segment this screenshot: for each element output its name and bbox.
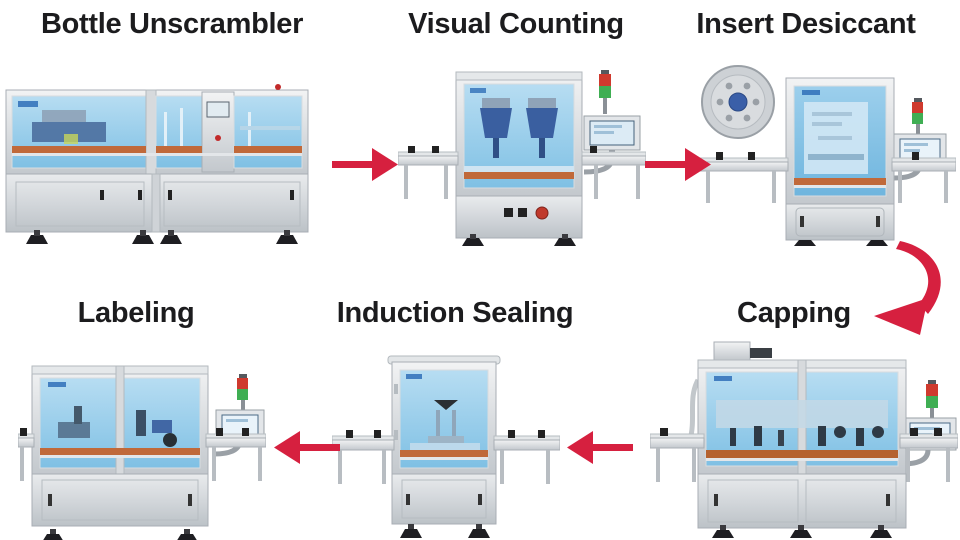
cable-hose [687, 378, 701, 441]
conveyor-right [891, 152, 956, 203]
emergency-button-icon [215, 135, 221, 141]
conveyor-left [18, 428, 35, 481]
enclosure [785, 77, 895, 205]
control-button [518, 208, 527, 217]
door-handle [290, 190, 294, 200]
machine-feet [712, 525, 892, 538]
station-title-capping: Capping [737, 297, 851, 329]
base-cabinet [31, 473, 209, 527]
conveyor-rail [464, 166, 574, 179]
brand-logo [714, 376, 732, 381]
door-handle [406, 494, 410, 505]
door-handle [800, 216, 804, 227]
machine-feet [26, 230, 298, 244]
conveyor-left [398, 146, 459, 199]
brand-logo [470, 88, 486, 93]
flow-arrow-4-icon [567, 431, 633, 464]
door-hinge [394, 430, 398, 440]
machine-capping [650, 341, 958, 538]
flow-arrow-5-icon [274, 431, 340, 464]
door-hinge [394, 384, 398, 394]
signal-tower-icon [599, 70, 611, 114]
station-title-visual-counting: Visual Counting [408, 8, 624, 40]
station-title-induction-sealing: Induction Sealing [336, 297, 574, 329]
door-handle [876, 216, 880, 227]
station-title-labeling: Labeling [77, 297, 195, 329]
base-cabinet [455, 195, 583, 239]
sealing-head [410, 400, 480, 450]
conveyor-right [899, 428, 958, 482]
door-handle [886, 494, 890, 506]
machine-feet [400, 524, 490, 538]
internal-machinery [32, 108, 300, 146]
station-title-insert-desiccant: Insert Desiccant [696, 8, 916, 40]
station-title-bottle-unscrambler: Bottle Unscrambler [40, 8, 304, 40]
base-cabinet [5, 173, 309, 233]
machine-insert-desiccant [698, 65, 956, 246]
control-button [504, 208, 513, 217]
door-handle [48, 494, 52, 506]
brand-logo [48, 382, 66, 387]
machine-feet [43, 529, 197, 540]
capping-heads [716, 400, 888, 446]
conveyor-rail [794, 178, 886, 188]
door-handle [188, 494, 192, 506]
internal-machinery [58, 406, 177, 447]
door-handle [714, 494, 718, 506]
brand-logo [18, 101, 38, 107]
conveyor-right [581, 146, 646, 199]
door-handle [168, 190, 172, 200]
emergency-button-icon [535, 206, 549, 220]
top-feeder-box [713, 341, 772, 361]
base-cabinet [697, 473, 907, 529]
conveyor-rail [40, 448, 200, 458]
beacon-icon [275, 84, 281, 90]
door-handle [100, 190, 104, 200]
counting-heads [480, 98, 558, 158]
machine-induction-sealing [332, 355, 560, 538]
conveyor-rail [12, 146, 302, 156]
base-cabinet [391, 473, 497, 525]
desiccant-reel-icon [701, 65, 775, 139]
hmi-screen-icon [206, 101, 230, 118]
hmi-monitor-icon [213, 409, 265, 457]
conveyor-right [205, 428, 266, 481]
signal-tower-icon [912, 98, 923, 134]
conveyor-left [650, 428, 705, 482]
door-handle [478, 494, 482, 505]
flow-arrow-2-icon [645, 148, 711, 181]
base-cabinet [785, 203, 895, 241]
conveyor-left [698, 152, 789, 203]
door-handle [138, 190, 142, 200]
conveyor-rail [706, 450, 898, 461]
machine-bottle-unscrambler [5, 84, 309, 244]
machine-feet [794, 240, 888, 246]
machine-labeling [18, 365, 266, 540]
signal-tower-icon [237, 374, 248, 410]
brand-logo [406, 374, 422, 379]
machine-feet [462, 234, 576, 246]
conveyor-right [493, 430, 560, 484]
machine-visual-counting [398, 70, 646, 246]
signal-tower-icon [926, 380, 938, 418]
flow-arrow-1-icon [332, 148, 398, 181]
brand-logo [802, 90, 820, 95]
flow-arrow-curved-icon [874, 241, 941, 335]
conveyor-left [332, 430, 395, 484]
conveyor-rail [400, 450, 488, 460]
